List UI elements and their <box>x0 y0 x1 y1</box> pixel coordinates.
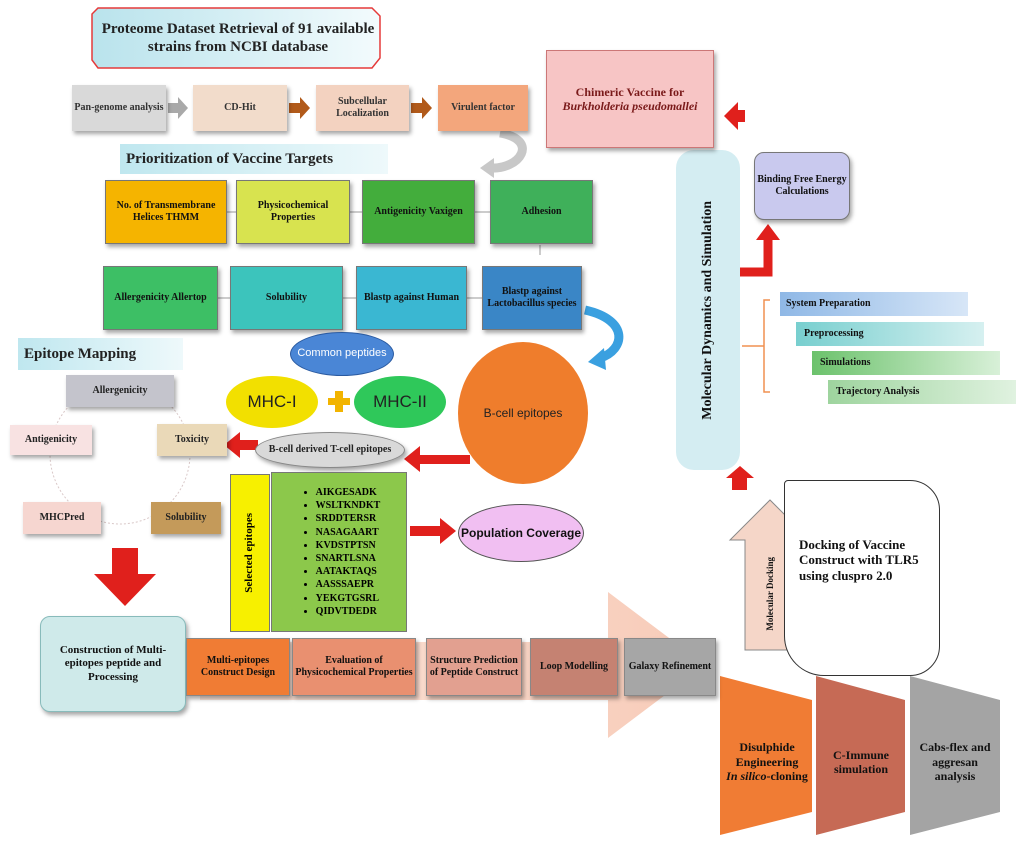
cycle-allergenicity: Allergenicity <box>66 375 174 407</box>
md-panel: Molecular Dynamics and Simulation <box>676 150 740 470</box>
prior-antigenicity: Antigenicity Vaxigen <box>362 180 475 244</box>
md-step-trajectory: Trajectory Analysis <box>828 380 1016 404</box>
epitope-item: AASSSAEPR <box>316 578 381 591</box>
md-step-simulations: Simulations <box>812 351 1000 375</box>
docking-box: Docking of Vaccine Construct with TLR5 u… <box>784 480 940 676</box>
pipeline-step-pangenome: Pan-genome analysis <box>72 85 166 131</box>
md-label: Molecular Dynamics and Simulation <box>699 200 715 420</box>
bcell-derived-tcell: B-cell derived T-cell epitopes <box>255 432 405 468</box>
common-peptides: Common peptides <box>290 332 394 376</box>
prioritization-title: Prioritization of Vaccine Targets <box>120 144 388 174</box>
construct-step-design: Multi-epitopes Construct Design <box>186 638 290 696</box>
disulphide-line2: In silico-cloning <box>726 769 808 783</box>
arrow-bcell-to-derived <box>404 446 470 472</box>
disulphide-italic: In silico <box>726 769 767 784</box>
epitope-item: NASAGAART <box>316 526 381 539</box>
epitope-item: WSLTKNDKT <box>316 499 381 512</box>
prior-adhesion: Adhesion <box>490 180 593 244</box>
pipeline-step-subcellular: Subcellular Localization <box>316 85 409 131</box>
construct-step-structure: Structure Prediction of Peptide Construc… <box>426 638 522 696</box>
epitope-item: YEKGTGSRL <box>316 592 381 605</box>
chimeric-vaccine: Chimeric Vaccine for Burkholderia pseudo… <box>546 50 714 148</box>
cycle-solubility: Solubility <box>151 502 221 534</box>
disulphide-line1: Disulphide Engineering <box>735 740 799 769</box>
selected-epitopes-label: Selected epitopes <box>230 474 270 632</box>
arrow-to-chimeric <box>724 102 745 130</box>
population-coverage: Population Coverage <box>458 504 584 562</box>
selected-epitopes-text: Selected epitopes <box>243 513 256 593</box>
cycle-mhcpred: MHCPred <box>23 502 101 534</box>
epitope-item: SNARTLSNA <box>316 552 381 565</box>
md-step-system: System Preparation <box>780 292 968 316</box>
selected-epitopes-list: AIKGESADK WSLTKNDKT SRDDTERSR NASAGAART … <box>271 472 407 632</box>
cycle-antigenicity: Antigenicity <box>10 425 92 455</box>
prior-physicochemical: Physicochemical Properties <box>236 180 350 244</box>
chimeric-line2: Burkholderia pseudomallei <box>562 99 698 113</box>
epitope-list: AIKGESADK WSLTKNDKT SRDDTERSR NASAGAART … <box>298 486 381 618</box>
construct-step-galaxy: Galaxy Refinement <box>624 638 716 696</box>
arrow-down-construction <box>94 548 156 606</box>
disulphide-label: Disulphide Engineering In silico-cloning <box>722 712 812 812</box>
prior-blastp-lactobacillus: Blastp against Lactobacillus species <box>482 266 582 330</box>
epitope-item: KVDSTPTSN <box>316 539 381 552</box>
binding-energy: Binding Free Energy Calculations <box>754 152 850 220</box>
arrow-up-md <box>726 466 754 490</box>
epitope-item: AATAKTAQS <box>316 565 381 578</box>
prior-blastp-human: Blastp against Human <box>356 266 467 330</box>
prior-thmm: No. of Transmembrane Helices THMM <box>105 180 227 244</box>
pipe-arrow-1 <box>168 97 188 119</box>
epitope-item: AIKGESADK <box>316 486 381 499</box>
curve-arrow-virulent <box>489 128 527 173</box>
arrow-to-population <box>410 518 456 544</box>
pipe-arrow-3 <box>411 97 432 119</box>
pipe-arrow-2 <box>289 97 310 119</box>
prior-solubility: Solubility <box>230 266 343 330</box>
bcell-epitopes: B-cell epitopes <box>458 342 588 484</box>
cimmune-label: C-Immune simulation <box>833 747 889 776</box>
construction-box: Construction of Multi-epitopes peptide a… <box>40 616 186 712</box>
pipeline-step-cdhit: CD-Hit <box>193 85 287 131</box>
construct-step-loop: Loop Modelling <box>530 638 618 696</box>
mhc-ii: MHC-II <box>354 376 446 428</box>
md-step-preprocessing: Preprocessing <box>796 322 984 346</box>
molecular-docking-text: Molecular Docking <box>764 557 775 631</box>
disulphide-suffix: -cloning <box>766 769 808 784</box>
construct-step-evaluation: Evaluation of Physicochemical Properties <box>292 638 416 696</box>
epitope-item: QIDVTDEDR <box>316 605 381 618</box>
cabs-label: Cabs-flex and aggresan analysis <box>919 740 991 784</box>
curve-arrow-blue <box>583 305 624 363</box>
prior-allergenicity: Allergenicity Allertop <box>103 266 218 330</box>
chimeric-line1: Chimeric Vaccine for <box>575 84 685 99</box>
arrow-derived-to-toxicity <box>224 432 258 458</box>
cycle-toxicity: Toxicity <box>157 424 227 456</box>
epitope-mapping-title: Epitope Mapping <box>18 338 183 370</box>
mhc-i: MHC-I <box>226 376 318 428</box>
epitope-item: SRDDTERSR <box>316 512 381 525</box>
header-title: Proteome Dataset Retrieval of 91 availab… <box>101 21 375 55</box>
pipeline-step-virulent: Virulent factor <box>438 85 528 131</box>
